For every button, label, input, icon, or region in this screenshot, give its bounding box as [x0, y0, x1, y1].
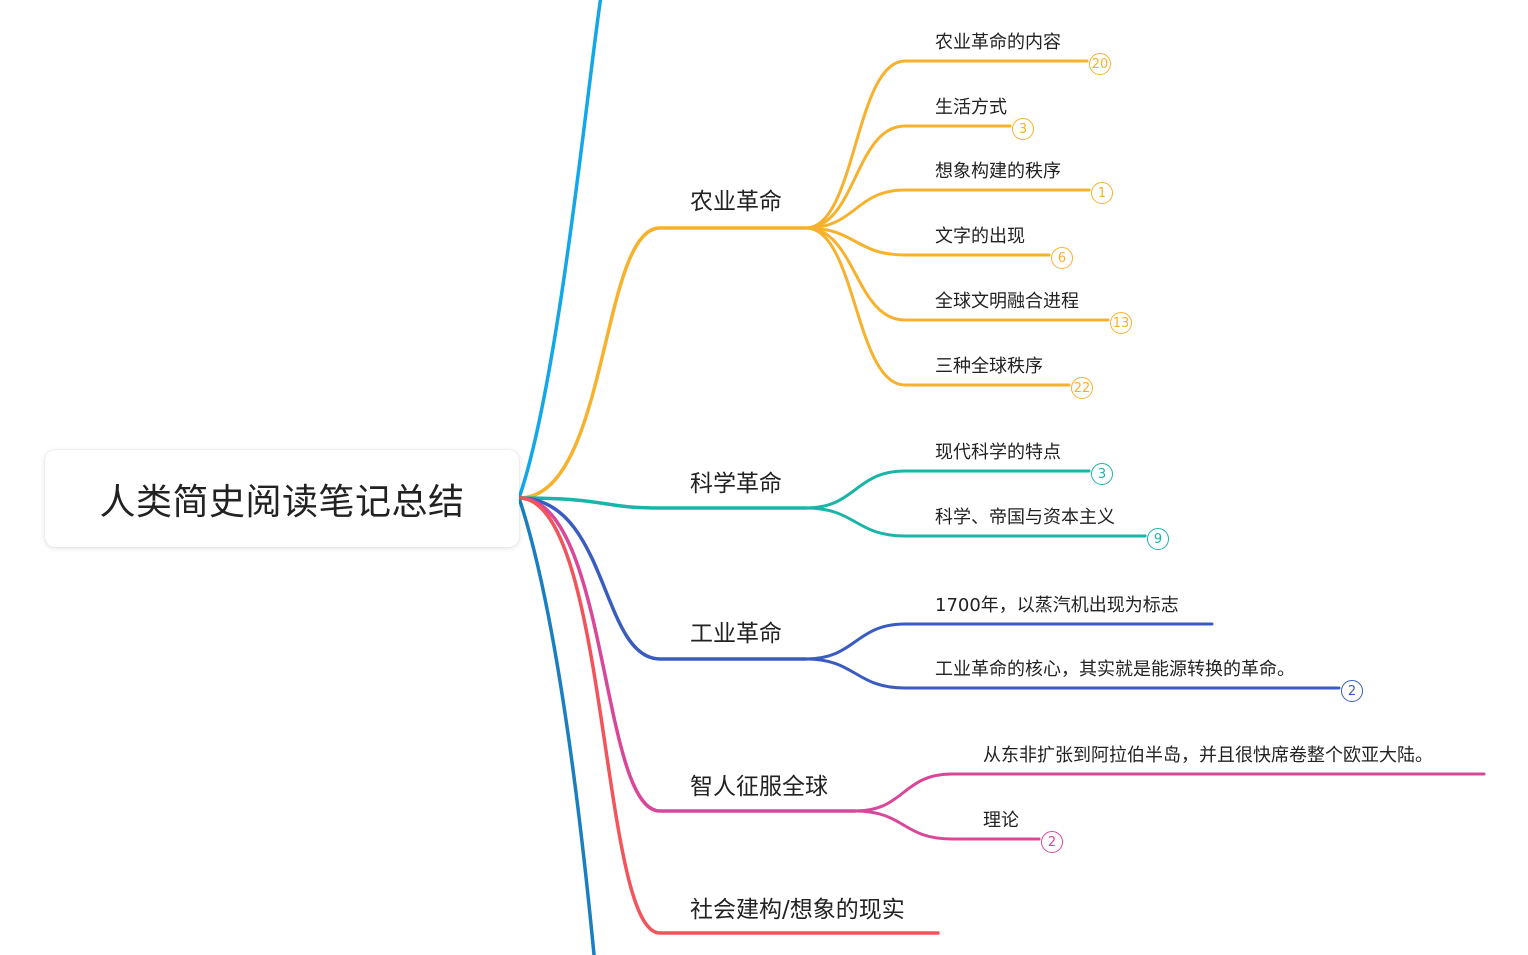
- child-count-badge[interactable]: 3: [1091, 463, 1113, 485]
- child-count-badge[interactable]: 2: [1041, 831, 1063, 853]
- root-topic[interactable]: 人类简史阅读笔记总结: [45, 450, 519, 547]
- branch-topic-0[interactable]: 农业革命: [690, 189, 782, 215]
- root-topic-label: 人类简史阅读笔记总结: [99, 481, 465, 523]
- branch-line-1: [517, 496, 808, 510]
- child-count-badge[interactable]: 6: [1051, 247, 1073, 269]
- subtopic-0-3[interactable]: 文字的出现: [935, 226, 1025, 247]
- child-count-badge[interactable]: 22: [1071, 377, 1093, 399]
- leaf-line-3-0: [853, 772, 1486, 813]
- child-count-badge[interactable]: 1: [1091, 182, 1113, 204]
- subtopic-1-0[interactable]: 现代科学的特点: [935, 442, 1061, 463]
- subtopic-3-1[interactable]: 理论: [983, 810, 1019, 831]
- subtopic-0-1[interactable]: 生活方式: [935, 97, 1007, 118]
- leaf-line-0-3: [804, 226, 1051, 257]
- branch-line-2: [517, 496, 808, 661]
- offscreen-branch-line-bottom: [517, 496, 596, 955]
- branch-topic-1[interactable]: 科学革命: [690, 471, 782, 497]
- subtopic-0-2[interactable]: 想象构建的秩序: [935, 161, 1061, 182]
- subtopic-3-0[interactable]: 从东非扩张到阿拉伯半岛，并且很快席卷整个欧亚大陆。: [983, 745, 1433, 766]
- subtopic-0-0[interactable]: 农业革命的内容: [935, 32, 1061, 53]
- child-count-badge[interactable]: 13: [1110, 312, 1132, 334]
- leaf-line-1-0: [804, 469, 1091, 510]
- leaf-line-2-0: [804, 622, 1214, 661]
- subtopic-2-1[interactable]: 工业革命的核心，其实就是能源转换的革命。: [935, 659, 1295, 680]
- child-count-badge[interactable]: 9: [1147, 528, 1169, 550]
- leaf-line-0-4: [804, 226, 1110, 322]
- subtopic-0-5[interactable]: 三种全球秩序: [935, 356, 1043, 377]
- branch-line-0: [517, 226, 808, 500]
- offscreen-branch-line-top: [517, 0, 603, 500]
- child-count-badge[interactable]: 3: [1012, 118, 1034, 140]
- branch-line-3: [517, 496, 857, 813]
- child-count-badge[interactable]: 20: [1089, 53, 1111, 75]
- leaf-line-2-1: [804, 657, 1341, 690]
- leaf-line-0-5: [804, 226, 1071, 387]
- branch-line-4: [517, 496, 940, 935]
- branch-topic-4[interactable]: 社会建构/想象的现实: [690, 897, 905, 923]
- leaf-line-1-1: [804, 506, 1147, 538]
- branch-topic-3[interactable]: 智人征服全球: [690, 774, 828, 800]
- child-count-badge[interactable]: 2: [1341, 680, 1363, 702]
- subtopic-2-0[interactable]: 1700年，以蒸汽机出现为标志: [935, 595, 1179, 616]
- subtopic-0-4[interactable]: 全球文明融合进程: [935, 291, 1079, 312]
- subtopic-1-1[interactable]: 科学、帝国与资本主义: [935, 507, 1115, 528]
- leaf-line-0-0: [804, 59, 1089, 230]
- leaf-line-3-1: [853, 809, 1041, 841]
- leaf-line-0-1: [804, 124, 1012, 230]
- leaf-line-0-2: [804, 188, 1091, 230]
- branch-topic-2[interactable]: 工业革命: [690, 621, 782, 647]
